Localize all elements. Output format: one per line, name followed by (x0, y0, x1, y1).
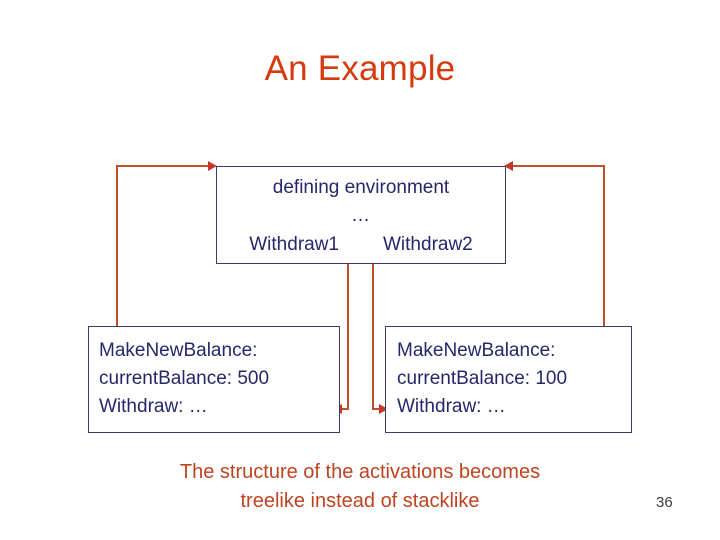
left-frame-line2: currentBalance: 500 (99, 368, 270, 389)
right-activation-frame: MakeNewBalance: currentBalance: 100 With… (385, 326, 632, 433)
left-frame-line1: MakeNewBalance: (99, 340, 258, 361)
left-activation-frame: MakeNewBalance: currentBalance: 500 With… (88, 326, 340, 433)
connector-left-frame-horizontal (116, 165, 213, 167)
connector-withdraw2-horizontal (372, 408, 383, 410)
slide-caption: The structure of the activations becomes… (0, 458, 720, 516)
environment-box-line1: defining environment (272, 177, 450, 198)
connector-withdraw1-horizontal (338, 408, 349, 410)
left-frame-line3: Withdraw: … (99, 396, 208, 417)
caption-line1: The structure of the activations becomes (179, 461, 541, 483)
environment-box-ellipsis: … (351, 205, 371, 226)
connector-right-frame-horizontal (508, 165, 605, 167)
right-frame-line1: MakeNewBalance: (397, 340, 556, 361)
environment-box-children: Withdraw1 Withdraw2 (217, 231, 505, 259)
page-number: 36 (656, 494, 673, 511)
caption-line2: treelike instead of stacklike (240, 490, 480, 512)
page-title: An Example (264, 49, 456, 88)
connector-withdraw1-vertical (347, 240, 349, 410)
arrowhead-withdraw2-to-right-frame-icon (379, 404, 388, 414)
right-frame-line3: Withdraw: … (397, 396, 506, 417)
connector-left-frame-vertical (116, 166, 118, 326)
environment-child-withdraw1: Withdraw1 (249, 234, 339, 255)
arrowhead-left-to-environment-icon (208, 161, 217, 171)
arrowhead-right-to-environment-icon (504, 161, 513, 171)
environment-child-withdraw2: Withdraw2 (383, 234, 473, 255)
connector-withdraw2-vertical (372, 240, 374, 410)
right-frame-line2: currentBalance: 100 (397, 368, 568, 389)
connector-right-frame-vertical (603, 166, 605, 326)
